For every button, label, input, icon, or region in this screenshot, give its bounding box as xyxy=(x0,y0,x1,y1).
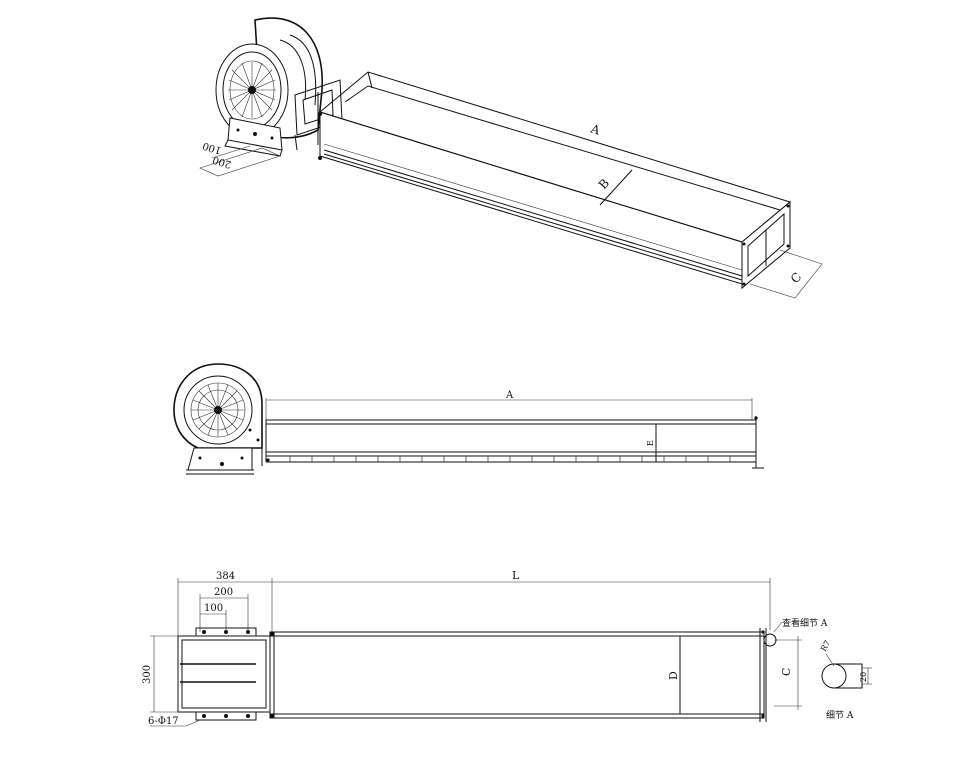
plan-detail-ref: 查看细节 A xyxy=(782,617,828,629)
detail-a: R7 20 细节 A xyxy=(819,639,872,721)
iso-dim-100: 100 xyxy=(201,140,222,156)
iso-base-dimension: 100 200 xyxy=(199,140,281,177)
iso-label-a: A xyxy=(588,121,602,137)
plan-dim-300: 300 xyxy=(142,665,153,684)
side-blower xyxy=(173,363,263,449)
plan-label-c: C xyxy=(780,668,793,676)
plan-dim-200: 200 xyxy=(214,587,233,598)
side-duct-ribs xyxy=(289,456,731,462)
plan-dim-384: 384 xyxy=(216,571,235,582)
plan-dim-l: L xyxy=(512,569,520,582)
iso-label-b: B xyxy=(596,176,612,192)
detail-dim-20: 20 xyxy=(859,672,868,682)
plan-dim-100: 100 xyxy=(204,603,223,614)
iso-label-c: C xyxy=(788,270,805,286)
plan-view: 384 200 100 300 L 6-Φ17 xyxy=(142,569,872,727)
iso-end-frame xyxy=(741,200,823,299)
side-duct xyxy=(265,398,764,469)
plan-label-d: D xyxy=(667,671,680,680)
plan-blower xyxy=(177,627,271,721)
side-label-e: E xyxy=(646,440,655,446)
plan-duct xyxy=(269,628,777,722)
side-blower-base xyxy=(186,447,254,475)
side-label-a: A xyxy=(505,390,514,401)
plan-dimensions xyxy=(150,578,802,713)
iso-duct-body xyxy=(318,71,792,285)
detail-title: 细节 A xyxy=(826,709,854,721)
isometric-view: 100 200 xyxy=(199,17,823,299)
iso-dim-200: 200 xyxy=(211,154,232,170)
plan-holes: 6-Φ17 xyxy=(148,716,179,727)
side-view: A E xyxy=(173,363,764,475)
detail-r7: R7 xyxy=(819,639,832,653)
